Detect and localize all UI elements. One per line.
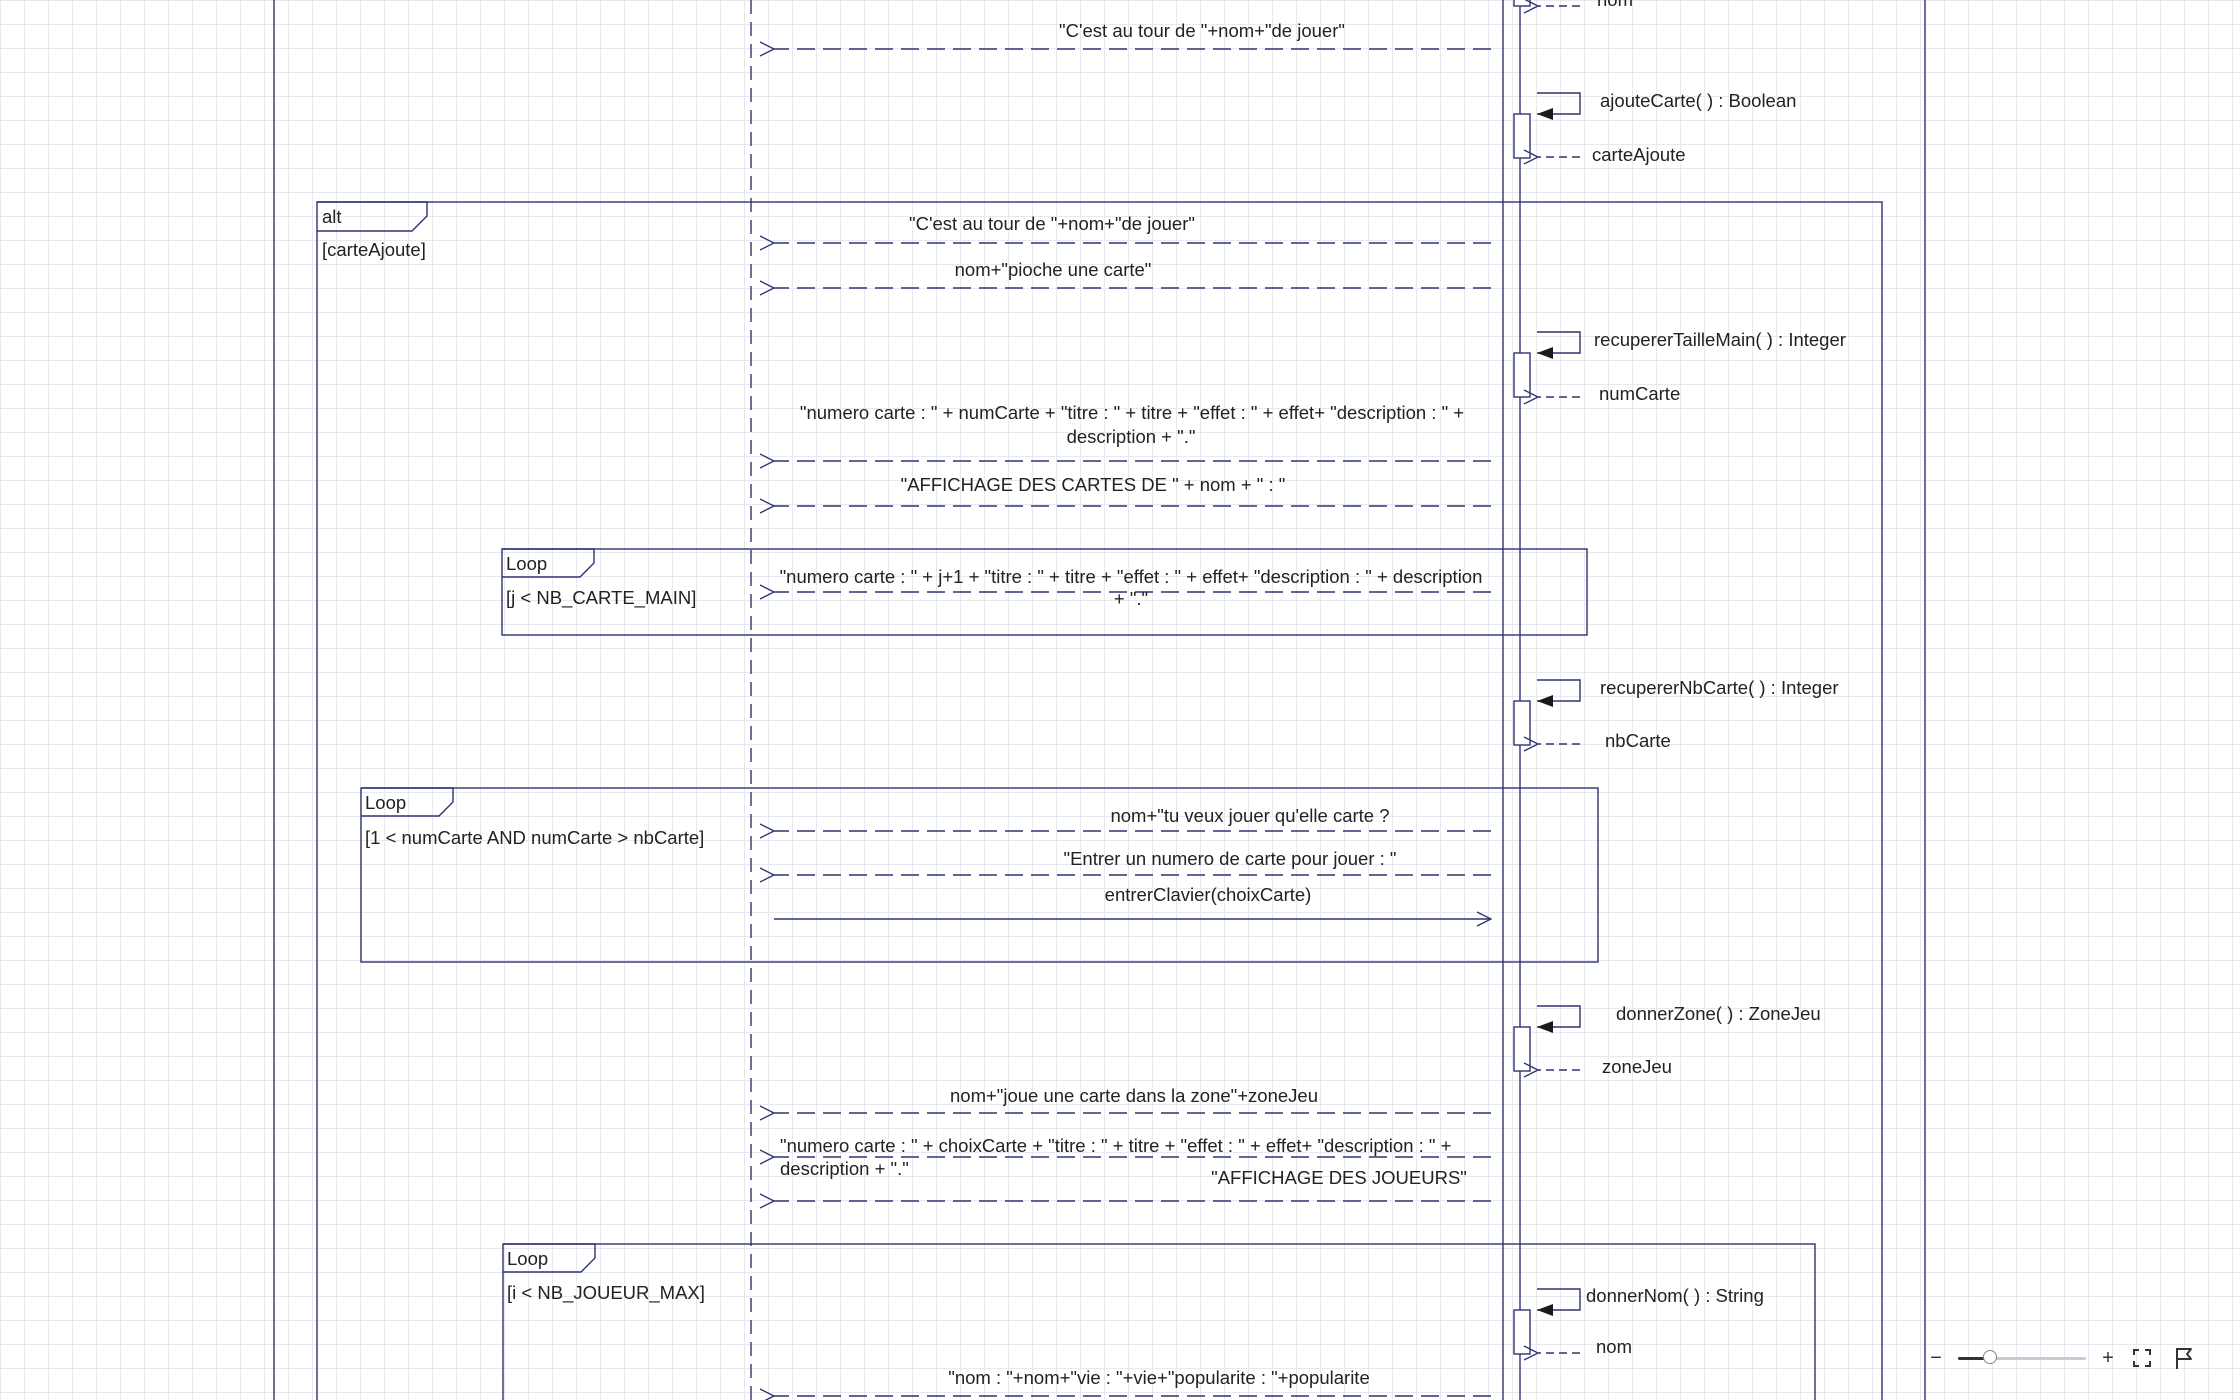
loop2-fragment-tab [361, 787, 454, 817]
loop3-keyword: Loop [507, 1248, 548, 1269]
self-call-donnerNom-head [1537, 1304, 1553, 1316]
self-call-donnerNom [1537, 1288, 1581, 1311]
msg-label-veux: nom+"tu veux jouer qu'elle carte ? [1110, 805, 1389, 826]
flag-icon [2176, 1348, 2192, 1369]
msg-label-num1-line2: description + "." [1067, 426, 1196, 447]
alt-fragment-tab [317, 201, 428, 232]
msg-label-num3-line1: "numero carte : " + choixCarte + "titre … [780, 1135, 1451, 1156]
zoom-control: − + [1924, 1336, 2154, 1380]
zoom-slider-knob[interactable] [1983, 1349, 1997, 1364]
msg-label-zone: donnerZone( ) : ZoneJeu [1616, 1003, 1821, 1024]
zoom-slider[interactable] [1958, 1349, 2086, 1364]
msg-label-affichage: "AFFICHAGE DES CARTES DE " + nom + " : " [901, 474, 1286, 495]
msg-label-zoneRet: zoneJeu [1602, 1056, 1672, 1077]
activation-taille [1513, 352, 1531, 398]
msg-label-taille: recupererTailleMain( ) : Integer [1594, 329, 1846, 350]
msg-label-nbCarteRet: nbCarte [1605, 730, 1671, 751]
fit-screen-icon [2133, 1349, 2151, 1367]
activation-zone [1513, 1026, 1531, 1072]
msg-label-afjoueurs: "AFFICHAGE DES JOUEURS" [1211, 1167, 1467, 1188]
zoom-out-button[interactable]: − [1930, 1346, 1942, 1369]
activation-top [1513, 0, 1531, 7]
msg-label-joue: nom+"joue une carte dans la zone"+zoneJe… [950, 1085, 1318, 1106]
msg-label-num1-line1: "numero carte : " + numCarte + "titre : … [800, 402, 1464, 423]
alt-keyword: alt [322, 206, 342, 227]
msg-label-tour2: "C'est au tour de "+nom+"de jouer" [909, 213, 1195, 234]
activation-donnerNom [1513, 1309, 1531, 1355]
loop2-fragment[interactable] [360, 787, 1599, 963]
loop3-guard: [i < NB_JOUEUR_MAX] [507, 1282, 705, 1304]
zoom-slider-fill [1958, 1356, 1990, 1360]
loop2-keyword: Loop [365, 792, 406, 813]
msg-label-num2-line2: + "." [1114, 588, 1148, 609]
loop3-fragment-tab [503, 1243, 596, 1273]
msg-label-num2-line1: "numero carte : " + j+1 + "titre : " + t… [780, 566, 1483, 587]
self-call-zone [1537, 1005, 1581, 1028]
self-call-taille-head [1537, 347, 1553, 359]
msg-label-num3-line2: description + "." [780, 1158, 909, 1179]
msg-label-donnerNom: donnerNom( ) : String [1586, 1285, 1764, 1306]
msg-label-nom-top: nom [1597, 0, 1633, 10]
msg-label-clavier: entrerClavier(choixCarte) [1105, 884, 1312, 905]
loop1-fragment-tab [502, 548, 595, 578]
self-call-nbCarte [1537, 679, 1581, 702]
loop1-keyword: Loop [506, 553, 547, 574]
self-call-ajouteCarte [1537, 92, 1581, 115]
self-call-taille [1537, 331, 1581, 354]
loop1-guard: [j < NB_CARTE_MAIN] [506, 587, 696, 609]
msg-label-stats: "nom : "+nom+"vie : "+vie+"popularite : … [948, 1367, 1369, 1388]
msg-label-entrer: "Entrer un numero de carte pour jouer : … [1064, 848, 1397, 869]
zoom-in-button[interactable]: + [2102, 1346, 2114, 1369]
loop3-fragment[interactable] [502, 1243, 1816, 1400]
feedback-flag-button[interactable] [2170, 1344, 2198, 1372]
activation-nbCarte [1513, 700, 1531, 746]
alt-guard: [carteAjoute] [322, 239, 426, 260]
msg-label-pioche: nom+"pioche une carte" [955, 259, 1152, 280]
loop2-guard: [1 < numCarte AND numCarte > nbCarte] [365, 827, 704, 848]
msg-label-numCarte: numCarte [1599, 383, 1680, 404]
activation-ajouteCarte [1513, 113, 1531, 159]
self-call-nbCarte-head [1537, 695, 1553, 707]
self-call-zone-head [1537, 1021, 1553, 1033]
msg-label-nomRet: nom [1596, 1336, 1632, 1357]
fit-screen-button[interactable] [2130, 1346, 2154, 1370]
loop1-fragment[interactable] [501, 548, 1588, 636]
msg-label-tour1: "C'est au tour de "+nom+"de jouer" [1059, 20, 1345, 41]
alt-fragment[interactable] [316, 201, 1883, 1400]
msg-label-nbCarte: recupererNbCarte( ) : Integer [1600, 677, 1839, 698]
msg-label-ajouteCarte: ajouteCarte( ) : Boolean [1600, 90, 1796, 111]
msg-label-carteAjoute: carteAjoute [1592, 144, 1686, 165]
self-call-ajouteCarte-head [1537, 108, 1553, 120]
